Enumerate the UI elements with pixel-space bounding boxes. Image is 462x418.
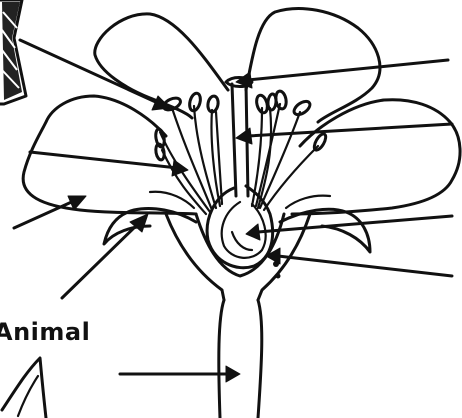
partial-drawing-top-left: [0, 0, 26, 104]
stamens-right: [252, 90, 328, 210]
ovary-wall: [207, 186, 272, 268]
partial-drawing-bottom-left: [2, 358, 46, 418]
side-petals: [23, 96, 460, 214]
sepal-right: [280, 209, 370, 252]
stalk-right: [258, 300, 262, 418]
top-petals: [95, 9, 380, 122]
stalk-left: [219, 300, 224, 418]
stamens-left: [154, 92, 222, 214]
animal-label: Animal: [0, 318, 90, 346]
